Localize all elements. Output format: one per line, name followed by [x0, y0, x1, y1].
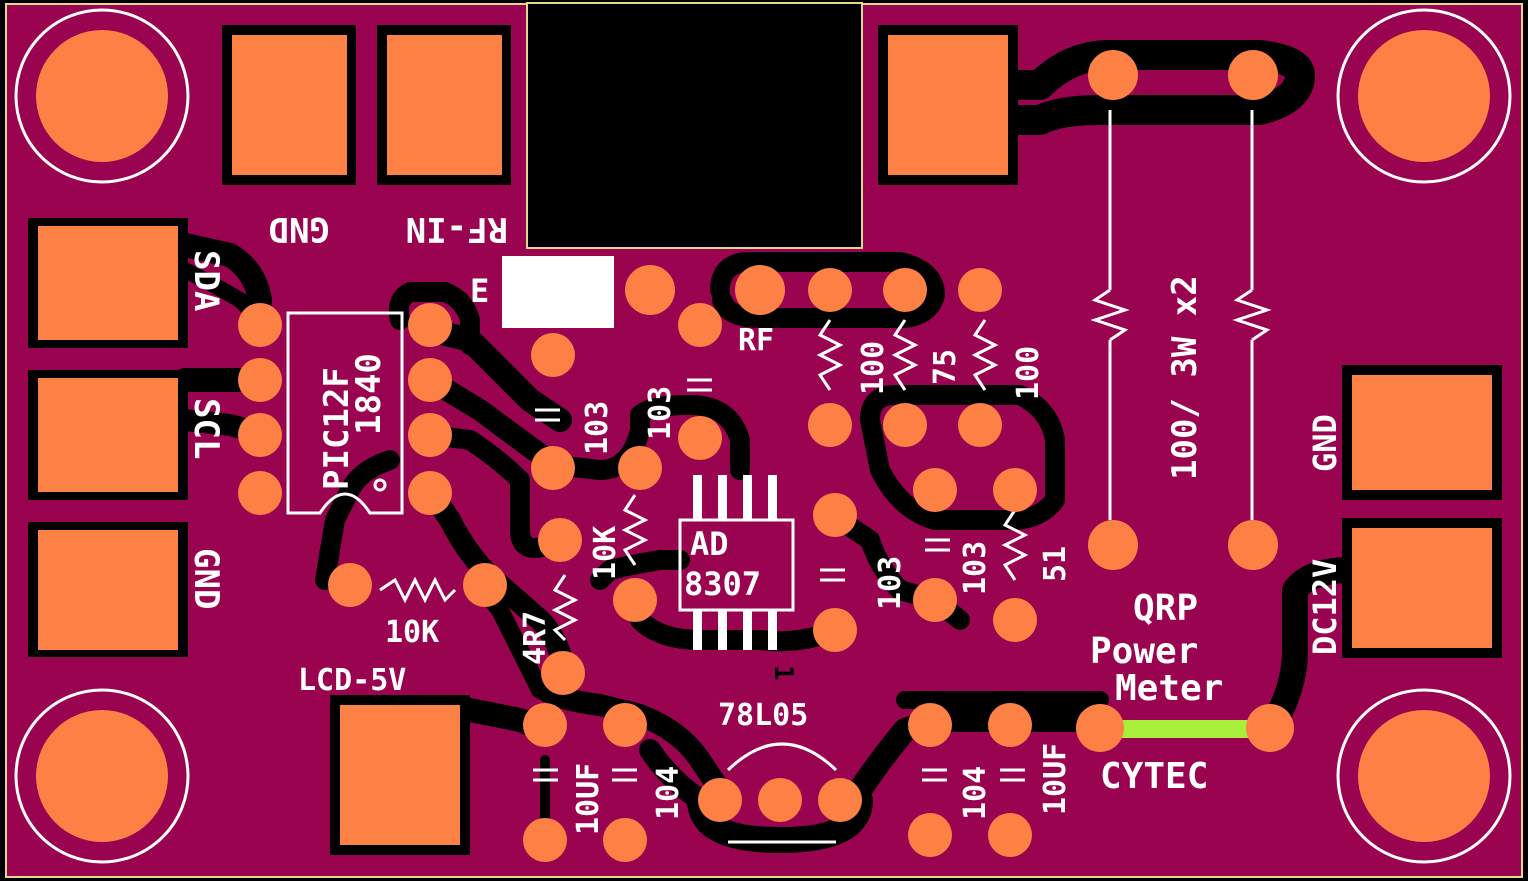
label-cap-103-c: 103 [873, 556, 908, 610]
label-cap-103-a: 103 [580, 401, 615, 455]
label-title-2: Power [1090, 631, 1198, 672]
label-res-10k-lower: 10K [385, 615, 439, 650]
label-gnd-right: GND [1306, 414, 1344, 472]
label-pic-line1: PIC12F [317, 367, 357, 490]
label-e-mark: E [470, 272, 489, 310]
label-res-10k-mid: 10K [588, 526, 623, 580]
label-cap-10uf-b: 10UF [1038, 743, 1073, 815]
mounting-hole-bl [14, 688, 190, 864]
pad-scl [38, 378, 178, 492]
ad8307-pins [693, 475, 777, 650]
regulator-outline [726, 742, 838, 844]
label-ad-line2: 8307 [684, 565, 761, 603]
ad8307-outline [678, 518, 795, 612]
e-mark-pad [502, 256, 614, 328]
mounting-hole-tr-pad [1358, 30, 1490, 162]
label-gnd-left: GND [186, 548, 226, 609]
label-cap-104-a: 104 [651, 766, 686, 820]
pad-rf-in [387, 35, 502, 175]
mounting-holes [14, 8, 1512, 864]
mounting-hole-tl-pad [36, 30, 168, 162]
label-res-100-a: 100 [856, 341, 891, 395]
label-cap-103-d: 103 [958, 541, 993, 595]
silkscreen-outlines [286, 110, 1272, 844]
mounting-hole-tl [14, 8, 190, 184]
pad-gnd-left [38, 530, 178, 650]
pad-sda [38, 226, 178, 340]
label-lcd-5v: LCD-5V [298, 663, 406, 698]
label-ad-line1: AD [690, 525, 729, 563]
label-rf: RF [738, 323, 774, 358]
label-pic-line2: 1840 [349, 353, 389, 435]
label-cap-10uf-a: 10UF [571, 763, 606, 835]
pad-lcd-5v [340, 705, 460, 845]
label-cap-104-b: 104 [958, 766, 993, 820]
mounting-hole-br-pad [1358, 710, 1490, 842]
label-title-3: Meter [1115, 668, 1223, 709]
label-dc12v: DC12V [1306, 559, 1344, 655]
label-reg: 78L05 [718, 698, 808, 733]
label-cap-103-b: 103 [643, 386, 678, 440]
label-res-75: 75 [928, 349, 963, 385]
label-load-res: 100/ 3W x2 [1165, 275, 1205, 480]
round-pads [238, 50, 1294, 862]
label-brand: CYTEC [1100, 756, 1208, 797]
bnc-connector-cutout [526, 2, 863, 249]
silkscreen-text: GND RF-IN E SDA SCL GND PIC12F 1840 10K … [186, 209, 1344, 835]
square-pads [28, 25, 1502, 855]
label-res-100-b: 100 [1011, 346, 1046, 400]
pad-gnd-top [232, 35, 347, 175]
label-title-1: QRP [1133, 588, 1198, 629]
pic-pin1-dot [373, 478, 387, 492]
pic-outline [286, 311, 404, 515]
label-rf-in: RF-IN [406, 209, 508, 249]
mounting-hole-bl-pad [36, 710, 168, 842]
mounting-hole-tr [1336, 8, 1512, 184]
label-res-4r7: 4R7 [518, 611, 553, 665]
jumper-wire [1105, 720, 1265, 738]
pad-dc12v [1352, 528, 1492, 648]
pad-gnd-right [1352, 375, 1492, 490]
label-res-51: 51 [1038, 546, 1073, 582]
label-pin1-mark: 1 [768, 665, 798, 681]
label-gnd-top: GND [269, 209, 330, 249]
mounting-hole-br [1336, 688, 1512, 864]
pad-rf-out [888, 35, 1008, 175]
label-scl: SCL [186, 398, 226, 459]
label-sda: SDA [186, 250, 226, 311]
